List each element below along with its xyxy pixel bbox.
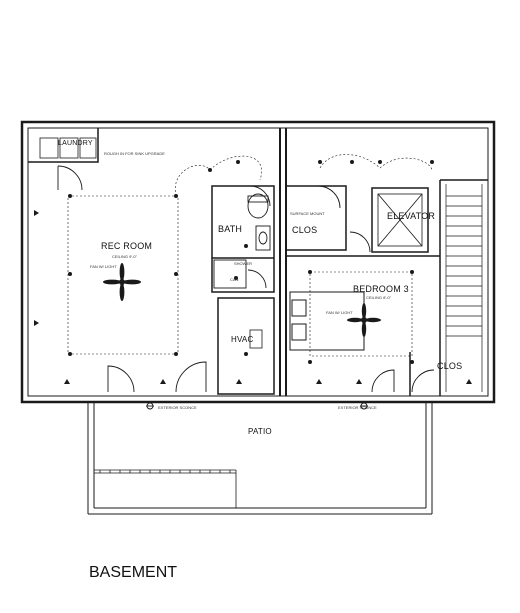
room-label-closet-left: CLOS <box>292 225 318 235</box>
switches <box>34 210 472 384</box>
shower-label: SHOWER <box>234 261 252 266</box>
drawing-title: BASEMENT <box>89 564 178 581</box>
ceiling-fan-icon <box>347 303 381 337</box>
exterior-sconce-icon <box>146 402 368 410</box>
shower-can-label: CAN <box>230 277 239 282</box>
interior-walls <box>28 128 488 396</box>
room-label-bedroom: BEDROOM 3 <box>353 284 409 294</box>
room-label-bath: BATH <box>218 224 243 234</box>
doors <box>57 165 435 393</box>
patio-stairs <box>94 469 237 508</box>
exterior-walls <box>20 120 496 404</box>
bedroom-fan-note: FAN W/ LIGHT <box>326 310 353 315</box>
recessed-lights <box>68 160 434 364</box>
rec-room-fan-note: FAN W/ LIGHT <box>90 264 117 269</box>
room-label-closet-right: CLOS <box>437 361 463 371</box>
lighting-layout <box>67 154 433 357</box>
room-label-rec-room: REC ROOM <box>101 241 153 251</box>
rec-room-ceiling-note: CEILING 9'-0" <box>112 254 138 259</box>
bedroom-ceiling-note: CEILING 8'-0" <box>366 295 392 300</box>
patio <box>87 402 433 515</box>
stairs <box>445 184 483 392</box>
laundry-machines <box>39 137 97 159</box>
bath-fixtures <box>213 193 271 289</box>
room-label-elevator: ELEVATOR <box>387 211 436 221</box>
hvac-unit <box>249 329 263 349</box>
ceiling-fan-icon <box>103 263 141 301</box>
room-label-patio: PATIO <box>248 427 272 436</box>
exterior-sconce-note-right: EXTERIOR SCONCE <box>338 405 377 410</box>
elevator-shaft <box>377 193 423 247</box>
room-label-hvac: HVAC <box>231 335 254 344</box>
laundry-note: ROUGH IN FOR SINK UPGRADE <box>104 151 165 156</box>
room-label-laundry: LAUNDRY <box>58 140 93 147</box>
exterior-sconce-note-left: EXTERIOR SCONCE <box>158 405 197 410</box>
surface-mount-note: SURFACE MOUNT <box>290 211 325 216</box>
